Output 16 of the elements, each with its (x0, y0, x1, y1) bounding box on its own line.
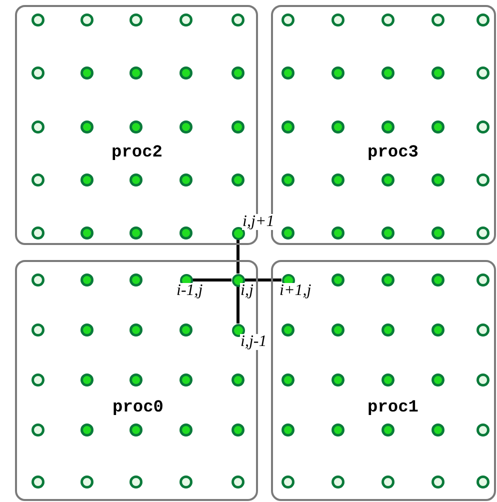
process-label: proc2 (112, 144, 162, 162)
stencil-line (244, 278, 282, 282)
point-label: i,j-1 (240, 334, 268, 350)
point-label: i+1,j (278, 282, 312, 298)
process-label: proc0 (112, 398, 164, 418)
grid-point (232, 226, 244, 240)
stencil-line (236, 286, 240, 324)
process-label: proc1 (368, 398, 418, 418)
stencil-line (192, 278, 232, 282)
process-region (271, 5, 496, 245)
point-label: i-1,j (176, 282, 204, 298)
point-label: i,j (240, 282, 254, 298)
grid-point (232, 324, 244, 336)
process-region (271, 260, 496, 501)
process-label: proc3 (368, 144, 418, 162)
point-label: i,j+1 (242, 214, 276, 230)
